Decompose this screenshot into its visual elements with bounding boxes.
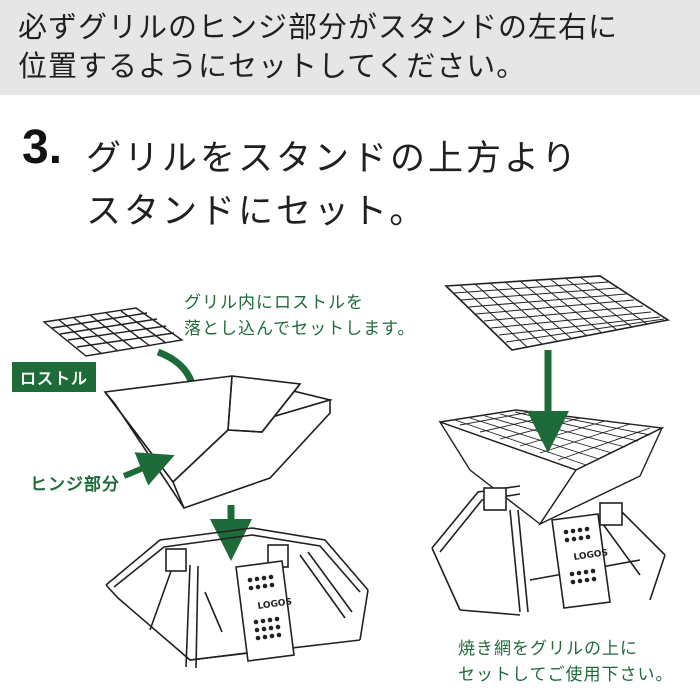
stand-left (105, 527, 369, 669)
brand-logo-right: LOGOS (573, 548, 609, 563)
rostle-tag: ロストル (12, 362, 97, 392)
step-title-line-2: スタンドにセット。 (86, 192, 428, 232)
net-note-line-2: セットしてご使用下さい。 (458, 665, 674, 685)
banner-line-2: 位置するようにセットしてください。 (18, 49, 527, 83)
vent-plate-left: LOGOS (235, 560, 295, 662)
stand-right (431, 485, 666, 616)
vent-plate-right: LOGOS (551, 513, 611, 609)
grill-bowl (103, 375, 334, 510)
step-number: 3. (22, 121, 63, 174)
banner-line-1: 必ずグリルのヒンジ部分がスタンドの左右に (18, 10, 619, 44)
rostle-grate (42, 307, 184, 357)
step-title-line-1: グリルをスタンドの上方より (86, 139, 580, 179)
rostle-note: グリル内にロストルを 落とし込んでセットします。 (184, 290, 415, 342)
net-note: 焼き網をグリルの上に セットしてご使用下さい。 (458, 636, 674, 688)
hinge-arrow (122, 452, 175, 486)
grill-net (444, 275, 671, 351)
top-banner: 必ずグリルのヒンジ部分がスタンドの左右に 位置するようにセットしてください。 (0, 0, 700, 95)
rostle-note-line-2: 落とし込んでセットします。 (184, 319, 416, 339)
brand-logo-left: LOGOS (257, 597, 293, 612)
net-note-line-1: 焼き網をグリルの上に (458, 639, 638, 659)
rostle-note-line-1: グリル内にロストルを (184, 293, 364, 313)
hinge-label: ヒンジ部分 (30, 475, 120, 495)
